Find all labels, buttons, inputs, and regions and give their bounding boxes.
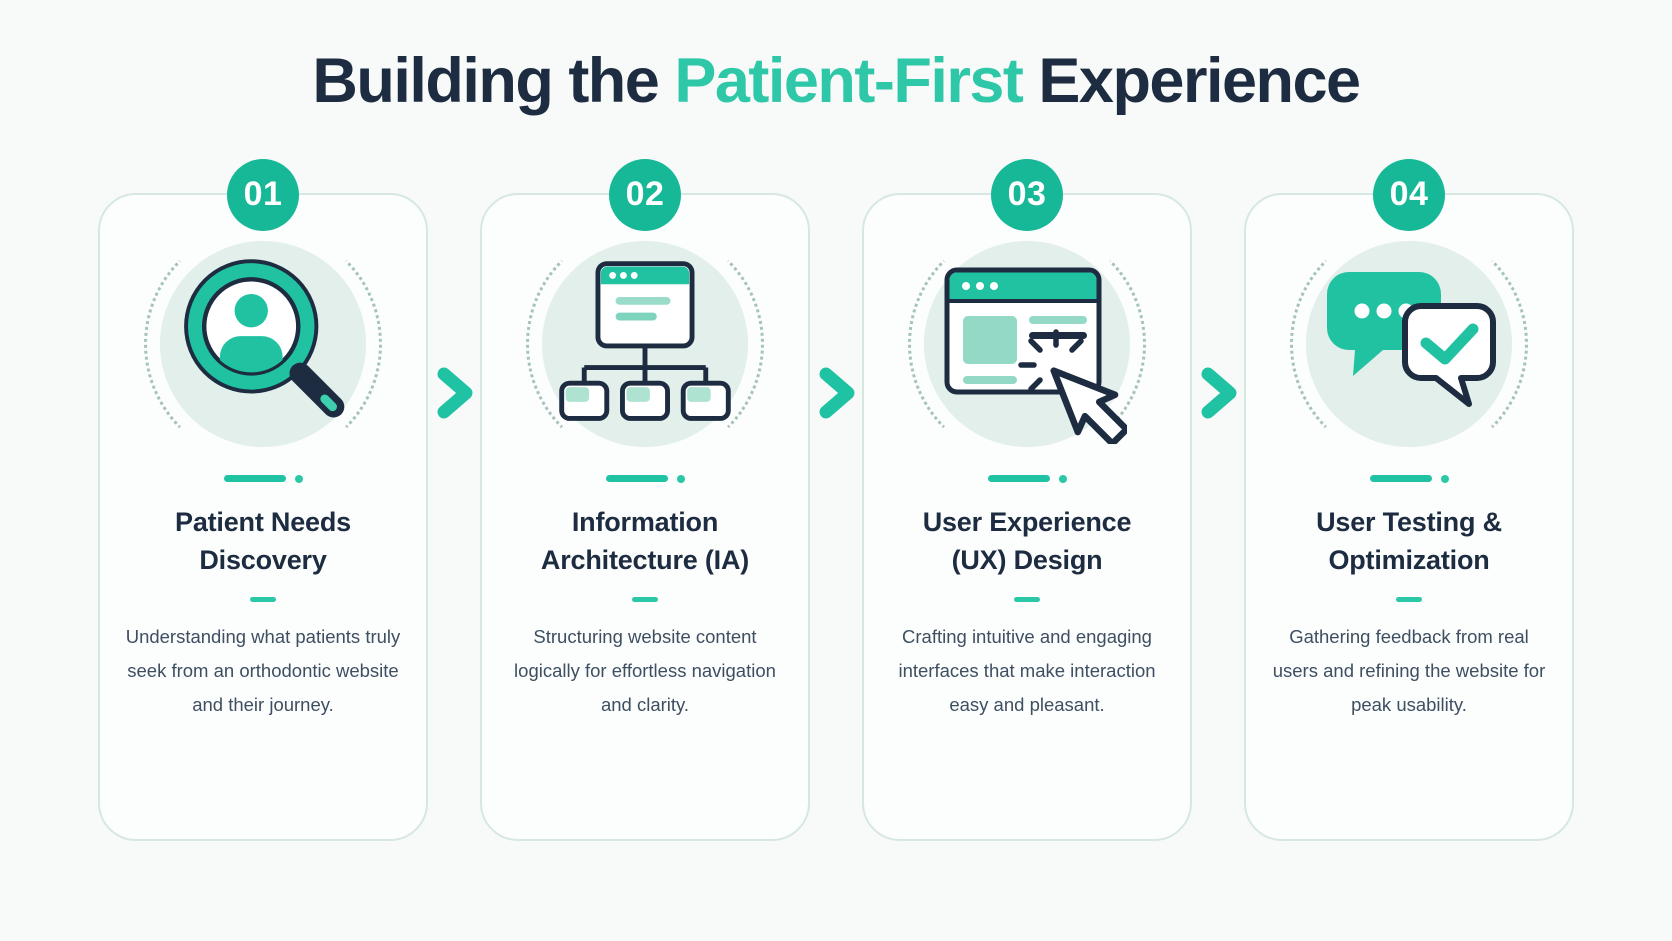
step-icon-3	[908, 224, 1146, 463]
title-prefix: Building the	[312, 46, 675, 116]
chat-check-icon	[1327, 271, 1496, 407]
step-card-4: 04 User Testing & Optimization Ga	[1244, 158, 1574, 841]
accent-divider	[100, 474, 426, 483]
dotted-arc-decoration	[526, 224, 764, 463]
step-title: Patient Needs Discovery	[175, 506, 351, 576]
accent-divider	[864, 474, 1190, 483]
small-accent-dash	[1396, 597, 1422, 603]
step-number-badge: 02	[609, 158, 681, 231]
step-card-1: 01	[98, 158, 428, 841]
page-title: Building the Patient-First Experience	[0, 42, 1672, 121]
step-title: User Experience (UX) Design	[922, 506, 1132, 576]
chevron-right-icon	[1201, 367, 1237, 419]
flow-arrow-3	[1192, 157, 1244, 421]
magnifier-user-icon	[184, 258, 345, 418]
small-accent-dash	[1014, 597, 1040, 603]
small-accent-dash	[632, 597, 658, 603]
flow-arrow-1	[428, 157, 480, 421]
step-icon-4	[1290, 224, 1528, 463]
step-description: Crafting intuitive and engaging interfac…	[898, 626, 1156, 715]
step-card-3: 03	[862, 158, 1192, 841]
step-number-badge: 04	[1373, 158, 1445, 231]
step-number-badge: 01	[227, 158, 299, 231]
chevron-right-icon	[437, 367, 473, 419]
dotted-arc-decoration	[908, 224, 1146, 463]
process-flow: 01	[0, 157, 1672, 841]
dotted-arc-decoration	[144, 224, 382, 463]
chevron-right-icon	[819, 367, 855, 419]
dotted-arc-decoration	[1290, 224, 1528, 463]
step-card-2: 02	[480, 158, 810, 841]
accent-divider	[482, 474, 808, 483]
flow-arrow-2	[810, 157, 862, 421]
step-number-badge: 03	[991, 158, 1063, 231]
step-description: Gathering feedback from real users and r…	[1272, 626, 1546, 715]
small-accent-dash	[250, 597, 276, 603]
step-title: User Testing & Optimization	[1316, 506, 1502, 576]
browser-cursor-icon	[944, 267, 1127, 444]
step-icon-2	[526, 224, 764, 463]
title-suffix: Experience	[1022, 46, 1361, 116]
step-title: Information Architecture (IA)	[540, 506, 750, 576]
step-icon-1	[144, 224, 382, 463]
accent-divider	[1246, 474, 1572, 483]
step-description: Understanding what patients truly seek f…	[125, 626, 401, 715]
sitemap-icon	[559, 260, 731, 421]
title-highlight: Patient-First	[674, 46, 1024, 116]
step-description: Structuring website content logically fo…	[514, 626, 776, 715]
